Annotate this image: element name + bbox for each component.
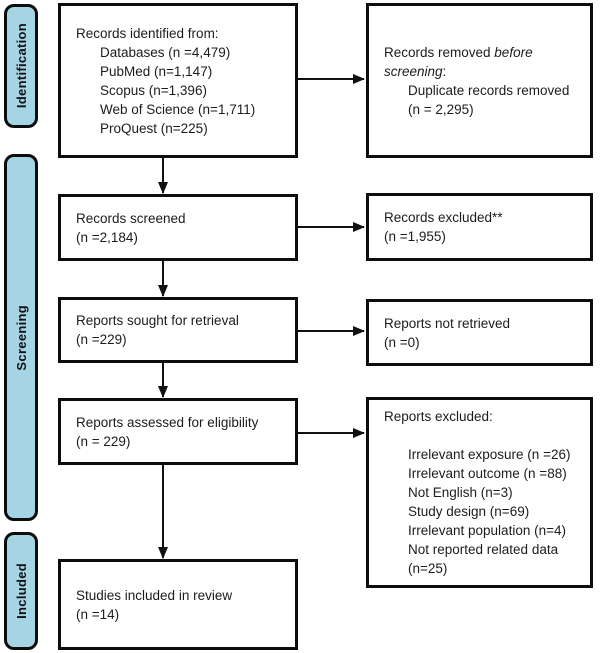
stage-bar-identification: Identification: [4, 4, 38, 128]
stage-bar-included: Included: [4, 532, 38, 650]
box-count-line: (n =0): [384, 334, 420, 350]
box-records-removed: Records removed before screening: Duplic…: [366, 3, 593, 158]
title-italic: before screening: [384, 44, 533, 79]
box-text-line: Records screened: [76, 210, 186, 226]
list-item: Not English (n=3): [408, 485, 513, 500]
title-colon: :: [442, 63, 447, 79]
title-regular: Records removed: [384, 44, 495, 60]
list-item: Irrelevant exposure (n =26): [408, 447, 571, 462]
stage-label-identification: Identification: [13, 23, 29, 109]
box-text-line: Reports sought for retrieval: [76, 313, 239, 328]
box-title: Reports excluded:: [384, 409, 493, 424]
box-text-line: Reports not retrieved: [384, 315, 511, 331]
box-text-line: Records excluded**: [384, 210, 503, 225]
box-records-identified: Records identified from: Databases (n =4…: [58, 3, 298, 158]
list-item: Irrelevant population (n=4): [408, 523, 566, 538]
box-count-line: (n =2,184): [76, 229, 138, 245]
stage-bar-screening: Screening: [4, 154, 38, 521]
stage-label-screening: Screening: [13, 304, 29, 371]
box-records-screened: Records screened (n =2,184): [58, 194, 298, 261]
box-count-line: (n =14): [76, 606, 120, 622]
box-title: Records identified from:: [76, 25, 219, 41]
list-item: Databases (n =4,479): [100, 44, 231, 60]
box-title: Records removed before screening:: [384, 43, 582, 81]
list-item: PubMed (n=1,147): [100, 63, 213, 79]
blank-line: [384, 426, 582, 445]
box-reports-assessed: Reports assessed for eligibility (n = 22…: [58, 398, 298, 465]
list-item: Not reported related data: [408, 542, 559, 557]
box-count-line: (n =1,955): [384, 229, 446, 244]
box-count-line: (n =229): [76, 332, 127, 347]
list-item: ProQuest (n=225): [100, 120, 208, 136]
list-item: Study design (n=69): [408, 504, 530, 519]
list-item: Duplicate records removed: [408, 82, 570, 98]
box-studies-included: Studies included in review (n =14): [58, 559, 298, 650]
list-item: Web of Science (n=1,711): [100, 101, 256, 117]
stage-label-included: Included: [13, 563, 29, 619]
box-reports-sought: Reports sought for retrieval (n =229): [58, 297, 298, 363]
box-reports-not-retrieved: Reports not retrieved (n =0): [366, 299, 593, 366]
box-count-line: (n = 229): [76, 433, 131, 449]
box-reports-excluded: Reports excluded: Irrelevant exposure (n…: [366, 397, 593, 588]
box-records-excluded: Records excluded** (n =1,955): [366, 193, 593, 261]
list-item: Irrelevant outcome (n =88): [408, 466, 567, 481]
box-text-line: Reports assessed for eligibility: [76, 414, 259, 430]
list-item: Scopus (n=1,396): [100, 82, 207, 98]
list-item: (n = 2,295): [408, 101, 474, 117]
box-text-line: Studies included in review: [76, 587, 233, 603]
list-item: (n=25): [408, 561, 448, 576]
